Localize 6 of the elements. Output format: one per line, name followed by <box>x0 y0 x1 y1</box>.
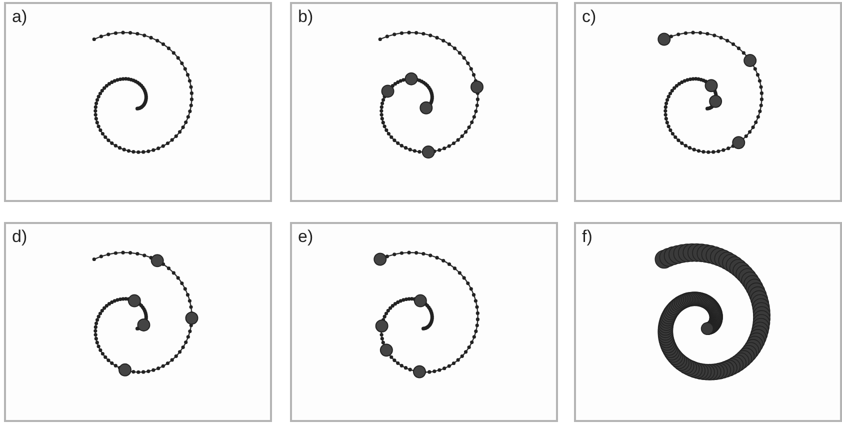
panel-label: b) <box>298 7 314 27</box>
panel-label: f) <box>582 227 592 247</box>
panel-label: c) <box>582 7 596 27</box>
panel-label: d) <box>12 227 28 247</box>
panel-label: a) <box>12 7 28 27</box>
panel-label: e) <box>298 227 314 247</box>
